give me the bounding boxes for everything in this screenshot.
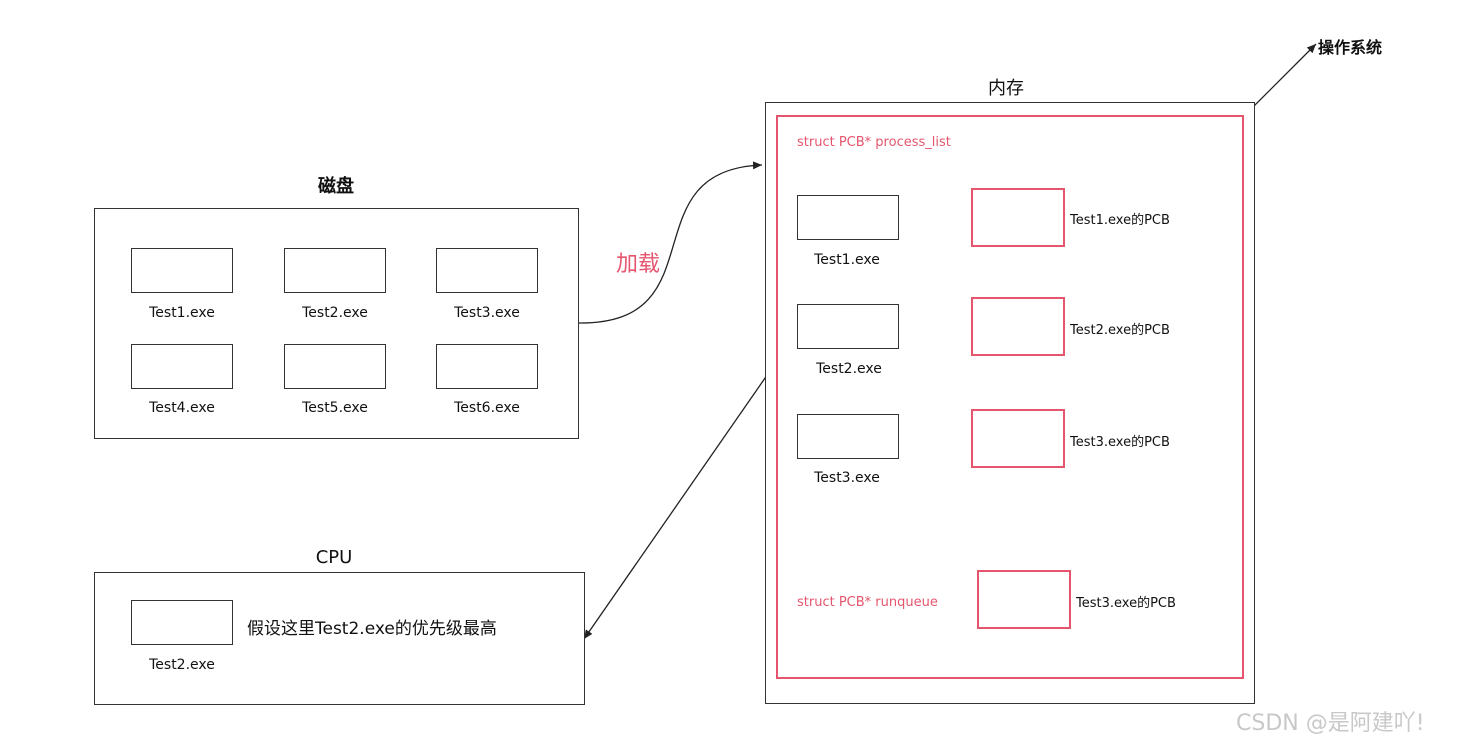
memory-title: 内存 [988, 78, 1024, 99]
disk-file-box-4 [131, 344, 233, 389]
pcb-box-2 [971, 297, 1065, 356]
pcb-label-3: Test3.exe的PCB [1070, 435, 1170, 450]
disk-file-label-3: Test3.exe [454, 305, 520, 321]
memory-program-box-2 [797, 304, 899, 349]
memory-program-label-1: Test1.exe [814, 252, 880, 268]
disk-container [94, 208, 579, 439]
disk-file-box-5 [284, 344, 386, 389]
disk-file-label-5: Test5.exe [302, 400, 368, 416]
disk-file-label-2: Test2.exe [302, 305, 368, 321]
load-arrow [577, 161, 763, 324]
cpu-file-label: Test2.exe [149, 657, 215, 673]
cpu-file-box [131, 600, 233, 645]
memory-program-box-1 [797, 195, 899, 240]
cpu-title: CPU [315, 547, 353, 568]
runqueue-label: struct PCB* runqueue [797, 595, 938, 610]
memory-program-box-3 [797, 414, 899, 459]
disk-file-box-6 [436, 344, 538, 389]
pcb-box-3 [971, 409, 1065, 468]
memory-program-label-3: Test3.exe [814, 470, 880, 486]
pcb-label-2: Test2.exe的PCB [1070, 323, 1170, 338]
disk-title: 磁盘 [318, 176, 354, 197]
pcb-box-1 [971, 188, 1065, 247]
cpu-note: 假设这里Test2.exe的优先级最高 [247, 619, 497, 639]
os-kernel-region [776, 115, 1244, 679]
disk-file-box-2 [284, 248, 386, 293]
load-label: 加载 [616, 252, 661, 277]
runqueue-pcb-box [977, 570, 1071, 629]
disk-file-label-6: Test6.exe [454, 400, 520, 416]
os-pointer-arrow [1243, 43, 1317, 117]
memory-program-label-2: Test2.exe [816, 361, 882, 377]
process-list-label: struct PCB* process_list [797, 135, 951, 150]
os-label: 操作系统 [1318, 38, 1383, 57]
pcb-label-1: Test1.exe的PCB [1070, 213, 1170, 228]
watermark: CSDN @是阿建吖! [1236, 711, 1425, 736]
disk-file-box-1 [131, 248, 233, 293]
disk-file-box-3 [436, 248, 538, 293]
schedule-to-cpu-arrow [583, 331, 798, 640]
runqueue-pcb-label: Test3.exe的PCB [1076, 596, 1176, 611]
disk-file-label-1: Test1.exe [149, 305, 215, 321]
disk-file-label-4: Test4.exe [149, 400, 215, 416]
